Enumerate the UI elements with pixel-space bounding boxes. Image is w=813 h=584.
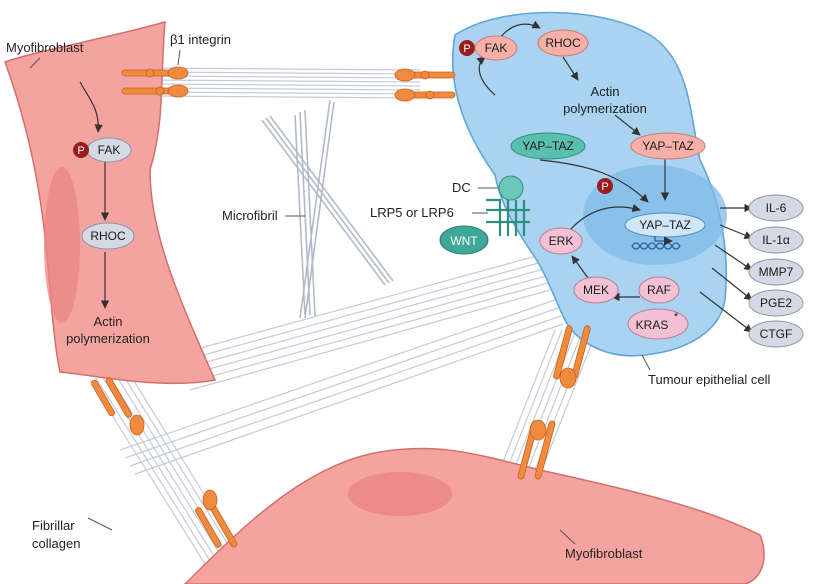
tumour-phospho-top: P (459, 40, 475, 56)
label-lrp: LRP5 or LRP6 (370, 205, 454, 220)
tumour-yaptaz-right-node: YAP–TAZ (630, 132, 706, 160)
tumour-mek-label: MEK (583, 283, 609, 297)
leader-lines (29, 49, 651, 545)
integrins (91, 66, 591, 548)
output-label: IL-6 (766, 201, 787, 215)
output-mmp7: MMP7 (748, 258, 804, 286)
left-phospho-label: P (77, 145, 84, 157)
left-rhoc-label: RHOC (90, 229, 126, 243)
tumour-mek-node: MEK (573, 276, 619, 304)
label-myofibroblast-bottom: Myofibroblast (565, 546, 643, 561)
label-beta1-integrin: β1 integrin (170, 32, 231, 47)
left-phospho: P (73, 142, 89, 158)
tumour-fak-node: FAK (474, 35, 518, 61)
label-myofibroblast-top: Myofibroblast (6, 40, 84, 55)
wnt-label: WNT (450, 234, 478, 248)
output-ctgf: CTGF (748, 320, 804, 348)
lrp-receptor (486, 198, 530, 236)
label-microfibril: Microfibril (222, 208, 278, 223)
microfibril-bundle (261, 99, 394, 319)
collagen-bundle-top (149, 67, 421, 99)
output-label: CTGF (760, 327, 793, 341)
tumour-erk-node: ERK (539, 227, 583, 255)
left-actin-line1: Actin (94, 314, 123, 329)
wnt-node: WNT (439, 225, 489, 255)
dna-icon (631, 236, 681, 250)
nucleus-phospho-label: P (601, 181, 608, 193)
tumour-raf-node: RAF (638, 276, 680, 304)
tumour-actin-line1: Actin (591, 84, 620, 99)
integrin-right-top (394, 68, 456, 102)
output-label: MMP7 (759, 265, 794, 279)
tumour-pathway-arrows (476, 20, 753, 333)
output-il1a: IL-1α (748, 226, 804, 254)
tumour-yaptaz-left-node: YAP–TAZ (510, 132, 586, 160)
tumour-actin-line2: polymerization (563, 101, 647, 116)
tumour-kras-label: KRAS (636, 318, 669, 332)
left-rhoc-node: RHOC (81, 222, 135, 250)
output-pge2: PGE2 (748, 289, 804, 317)
integrin-bottom-left (195, 489, 238, 548)
integrin-myofibroblast-bottom (517, 419, 556, 480)
nucleus-phospho: P (597, 178, 613, 194)
tumour-kras-node: KRAS * (627, 308, 689, 340)
label-tumour-cell: Tumour epithelial cell (648, 372, 770, 387)
tumour-cell (451, 11, 728, 357)
output-il6: IL-6 (748, 194, 804, 222)
tumour-kras-sup: * (674, 311, 679, 323)
left-actin-line2: polymerization (66, 331, 150, 346)
tumour-erk-label: ERK (549, 234, 574, 248)
collagen-bundle-diagonal (119, 254, 564, 475)
output-label: IL-1α (762, 233, 790, 247)
left-fak-node: FAK (86, 137, 132, 163)
outputs: IL-6 IL-1α MMP7 PGE2 CTGF (748, 194, 804, 348)
dc-node (498, 175, 524, 201)
left-fak-label: FAK (98, 143, 121, 157)
label-dc: DC (452, 180, 471, 195)
collagen-bundles (89, 67, 598, 581)
integrin-tumour-bottom (553, 325, 591, 389)
integrin-lower-left (91, 377, 145, 436)
myofibroblast-left (4, 20, 217, 385)
tumour-rhoc-node: RHOC (537, 29, 589, 57)
label-fibrillar-line2: collagen (32, 536, 80, 551)
tumour-yaptaz-left-label: YAP–TAZ (522, 139, 574, 153)
tumour-rhoc-label: RHOC (545, 36, 581, 50)
tumour-yaptaz-right-label: YAP–TAZ (642, 139, 694, 153)
myofibroblast-bottom (183, 447, 765, 584)
tumour-raf-label: RAF (647, 283, 671, 297)
output-label: PGE2 (760, 296, 792, 310)
nucleus-yaptaz-node: YAP–TAZ (624, 212, 706, 238)
tumour-phospho-top-label: P (463, 43, 470, 55)
integrin-left-top (121, 66, 189, 98)
tumour-fak-label: FAK (485, 41, 508, 55)
left-pathway-arrows (79, 81, 110, 309)
label-fibrillar-line1: Fibrillar (32, 518, 75, 533)
nucleus-yaptaz-label: YAP–TAZ (639, 218, 691, 232)
